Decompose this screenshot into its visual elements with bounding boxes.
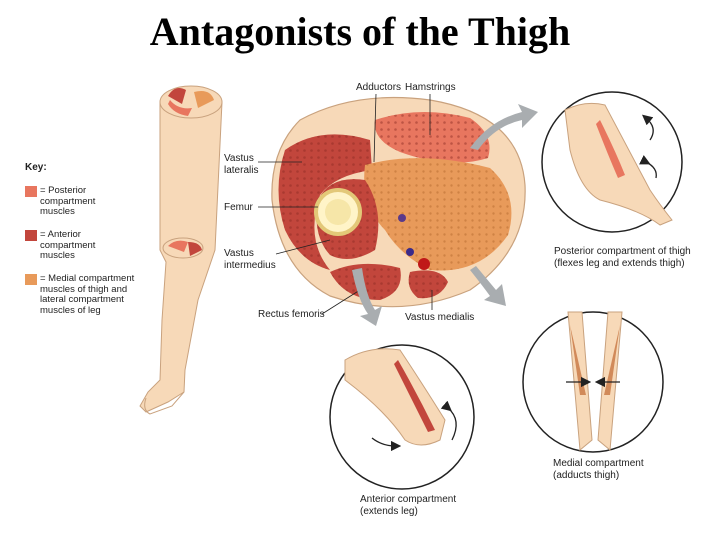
label-femur: Femur xyxy=(224,202,253,213)
label-vastus-intermedius-2: intermedius xyxy=(224,260,276,271)
label-vastus-medialis: Vastus medialis xyxy=(405,312,475,323)
medial-caption-2: (adducts thigh) xyxy=(553,470,620,481)
thigh-cross-section xyxy=(271,96,526,308)
anterior-panel xyxy=(329,344,475,490)
posterior-panel xyxy=(541,91,683,233)
medial-panel xyxy=(522,311,664,453)
label-adductors: Adductors xyxy=(356,82,402,93)
grey-arrows xyxy=(352,104,538,326)
leader-lines xyxy=(258,93,433,315)
medial-caption-1: Medial compartment xyxy=(553,458,644,469)
key-item-medial: = Medial compartment muscles of thigh an… xyxy=(25,273,135,316)
label-vastus-lateralis-2: lateralis xyxy=(224,165,259,176)
key-text-posterior: = Posterior compartment muscles xyxy=(40,185,96,217)
key-text-anterior: = Anterior compartment muscles xyxy=(40,229,96,261)
posterior-swatch xyxy=(25,186,37,197)
label-rectus-femoris: Rectus femoris xyxy=(258,309,325,320)
label-vastus-lateralis-1: Vastus xyxy=(224,153,254,164)
key-heading: Key: xyxy=(25,162,47,173)
key-item-anterior: = Anterior compartment muscles xyxy=(25,229,96,262)
posterior-caption-2: (flexes leg and extends thigh) xyxy=(554,258,685,269)
posterior-caption-1: Posterior compartment of thigh xyxy=(554,246,691,257)
anterior-caption-2: (extends leg) xyxy=(360,506,418,517)
label-hamstrings: Hamstrings xyxy=(405,82,456,93)
leg-figure xyxy=(139,85,223,415)
key-item-posterior: = Posterior compartment muscles xyxy=(25,185,96,218)
page-title: Antagonists of the Thigh xyxy=(149,9,571,54)
anterior-caption-1: Anterior compartment xyxy=(360,494,457,505)
anterior-swatch xyxy=(25,230,37,241)
medial-swatch xyxy=(25,274,37,285)
label-vastus-intermedius-1: Vastus xyxy=(224,248,254,259)
key-text-medial: = Medial compartment muscles of thigh an… xyxy=(40,273,135,316)
